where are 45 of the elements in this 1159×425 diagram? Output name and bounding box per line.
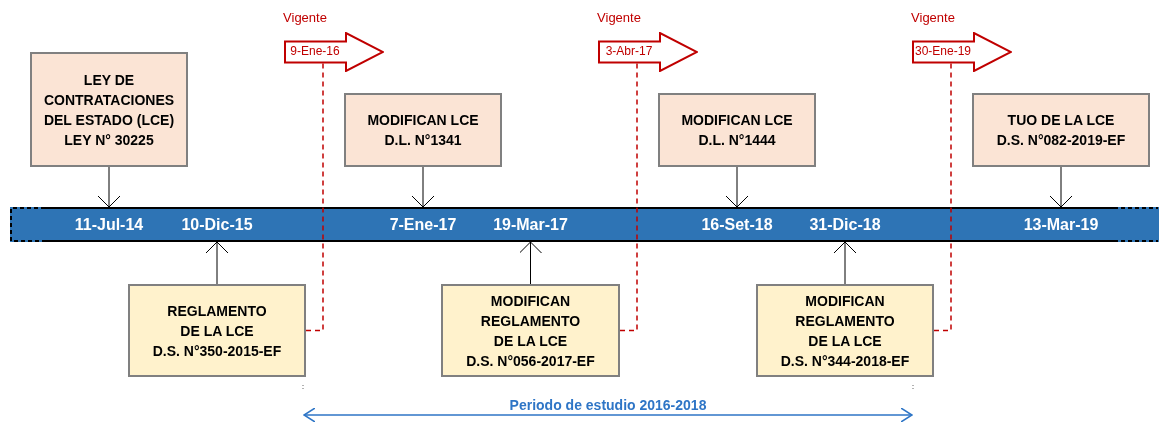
arrow: [833, 241, 857, 285]
arrow: [725, 166, 749, 208]
date-label: 13-Mar-19: [1013, 207, 1109, 242]
document-title: MODIFICAN REGLAMENTO DE LA LCE: [794, 291, 896, 351]
date-label: 31-Dic-18: [797, 207, 893, 242]
document-number: D.L. N°1444: [697, 131, 777, 150]
dashed-connector: [305, 61, 324, 332]
document-title: REGLAMENTO DE LA LCE: [166, 301, 268, 341]
arrow: [519, 241, 542, 285]
date-label: 19-Mar-17: [482, 207, 579, 242]
period-label: Periodo de estudio 2016-2018: [509, 397, 707, 413]
arrow: [205, 241, 229, 285]
document-number: D.L. N°1341: [383, 131, 463, 150]
document-title: TUO DE LA LCE: [1006, 111, 1116, 130]
arrow: [97, 166, 121, 208]
arrow: [1049, 166, 1073, 208]
law-box: [658, 93, 816, 167]
status-label: Vigente: [597, 10, 641, 25]
date-label: 11-Jul-14: [61, 207, 157, 242]
date-label: 3-Abr-17: [604, 43, 654, 60]
document-number: D.S. N°344-2018-EF: [779, 351, 911, 371]
document-number: D.S. N°082-2019-EF: [995, 131, 1127, 150]
regulation-box: [756, 284, 934, 377]
date-label: 10-Dic-15: [169, 207, 265, 242]
document-title: MODIFICAN REGLAMENTO DE LA LCE: [479, 291, 582, 351]
law-box: [30, 52, 188, 167]
arrow: [411, 166, 435, 208]
document-title: MODIFICAN LCE: [680, 111, 794, 130]
status-label: Vigente: [283, 10, 327, 25]
dashed-connector: [933, 61, 952, 332]
regulation-box: [128, 284, 306, 377]
date-label: 7-Ene-17: [375, 207, 471, 242]
document-number: LEY N° 30225: [63, 130, 155, 150]
document-title: MODIFICAN LCE: [366, 111, 480, 130]
date-label: 30-Ene-19: [913, 43, 972, 60]
date-label: 16-Set-18: [689, 207, 785, 242]
dashed-connector: [619, 61, 638, 332]
document-title: LEY DE CONTRATACIONES DEL ESTADO (LCE): [42, 70, 176, 130]
law-box: [972, 93, 1150, 167]
status-label: Vigente: [911, 10, 955, 25]
date-label: 9-Ene-16: [289, 43, 341, 60]
document-number: D.S. N°350-2015-EF: [151, 341, 283, 361]
document-number: D.S. N°056-2017-EF: [465, 351, 596, 371]
law-box: [344, 93, 502, 167]
regulation-box: [441, 284, 620, 377]
